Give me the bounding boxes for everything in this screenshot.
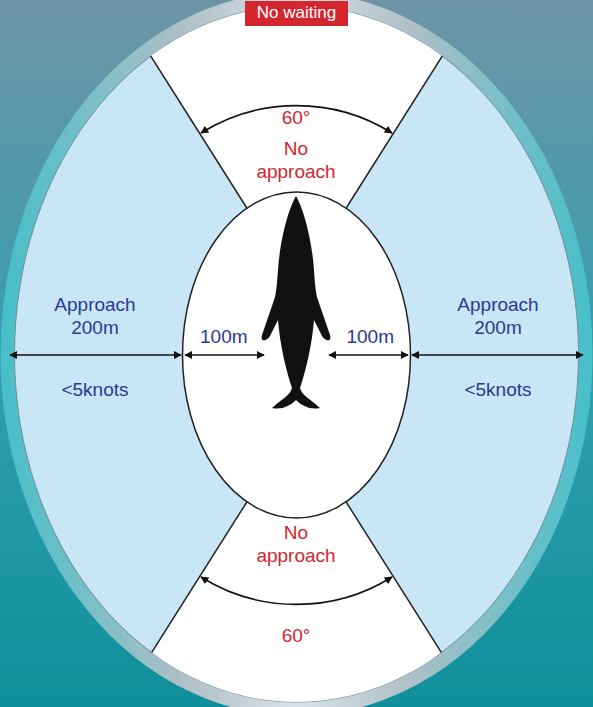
zone-label: No approach bbox=[250, 522, 342, 568]
inner-exclusion-zone: 100m 100m bbox=[182, 190, 410, 520]
bottom-wedge bbox=[90, 497, 503, 707]
top-no-approach-zone: 60° No approach bbox=[236, 107, 356, 191]
no-waiting-tag: No waiting bbox=[245, 1, 348, 26]
right-approach-zone: Approach 200m <5knots bbox=[438, 294, 558, 402]
whale-silhouette bbox=[262, 196, 331, 409]
top-wedge bbox=[90, 0, 503, 213]
angle-arc bbox=[201, 106, 392, 133]
zone-label: <5knots bbox=[61, 379, 128, 402]
wedge-line bbox=[90, 497, 250, 707]
wedge-line bbox=[343, 497, 503, 707]
zone-label: 100m bbox=[346, 326, 394, 349]
bottom-no-approach-zone: No approach 60° bbox=[236, 522, 356, 648]
zone-label: No approach bbox=[250, 138, 342, 184]
dimension-arrow bbox=[412, 354, 583, 356]
inner-zone bbox=[183, 192, 411, 518]
wedge-line bbox=[343, 0, 503, 213]
dimension-arrow bbox=[329, 354, 408, 356]
dimension-arrow bbox=[185, 354, 264, 356]
dimension-arrow bbox=[10, 354, 181, 356]
wedge-line bbox=[90, 0, 250, 213]
zone-label: <5knots bbox=[464, 379, 531, 402]
zone-label: 60° bbox=[282, 107, 311, 130]
zone-label: Approach 200m bbox=[452, 294, 544, 340]
left-approach-zone: Approach 200m <5knots bbox=[35, 294, 155, 402]
zone-label: Approach 200m bbox=[49, 294, 141, 340]
angle-arc bbox=[201, 577, 392, 604]
zone-label: 60° bbox=[282, 625, 311, 648]
no-approach-wedges bbox=[90, 0, 503, 707]
zone-label: 100m bbox=[200, 326, 248, 349]
warning-label: No waiting bbox=[257, 3, 336, 23]
